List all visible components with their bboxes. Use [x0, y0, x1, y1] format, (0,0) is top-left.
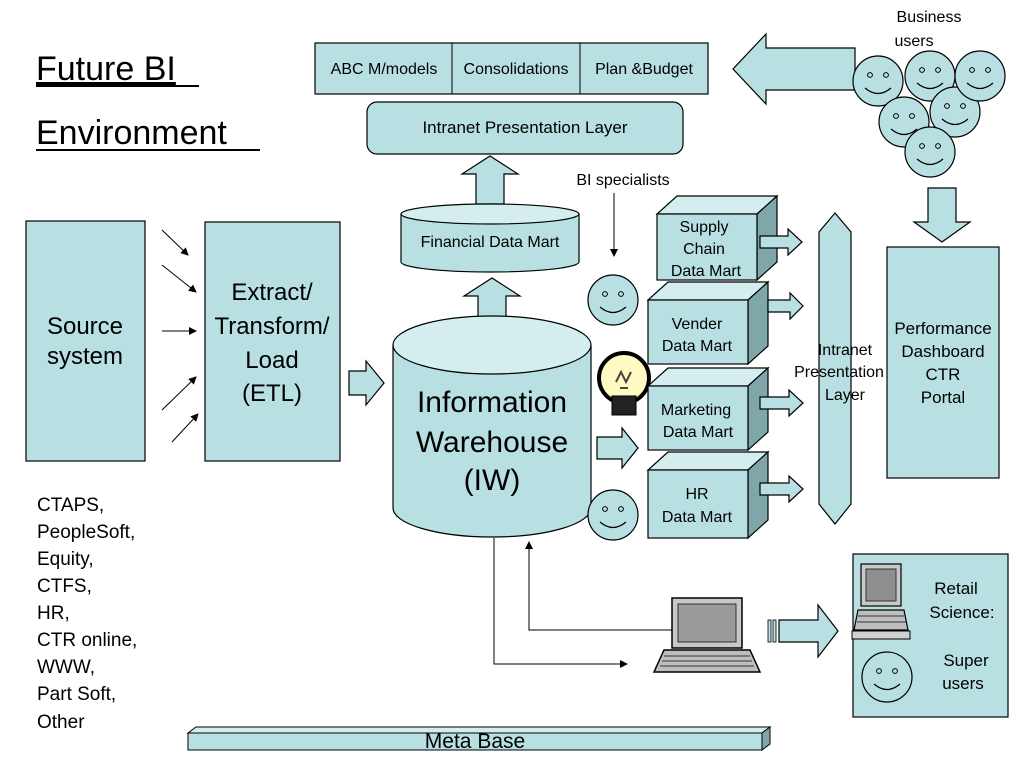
- retail-science-box: Retail Science: Super users: [851, 553, 1009, 718]
- hr-line2: Data Mart: [662, 509, 733, 526]
- financial-data-mart: Financial Data Mart: [400, 203, 580, 273]
- sources-list-item: HR,: [37, 603, 70, 624]
- arrow-iw-to-financial-mart: [461, 277, 523, 321]
- marketing-data-mart: Marketing Data Mart: [646, 366, 770, 452]
- sources-list-item: CTFS,: [37, 576, 92, 597]
- intranet-presentation-layer-right: Intranet Presentation Layer: [794, 212, 884, 525]
- vender-line2: Data Mart: [662, 338, 733, 355]
- abc-models-label: ABC M/models: [331, 61, 438, 78]
- super-users-line1: Super: [943, 651, 989, 670]
- iw-line2: Warehouse: [416, 426, 568, 459]
- supply-chain-data-mart: Supply Chain Data Mart: [655, 194, 779, 282]
- sources-list-item: PeopleSoft,: [37, 522, 135, 543]
- laptop-icon: [652, 597, 762, 673]
- etl-box: Extract/ Transform/ Load (ETL): [204, 221, 341, 462]
- super-users-line2: users: [942, 674, 984, 693]
- top-application-boxes: ABC M/models Consolidations Plan &Budget: [314, 42, 709, 95]
- etl-line1: Extract/: [231, 279, 313, 306]
- meta-base-label: Meta Base: [425, 730, 525, 753]
- iw-line1: Information: [417, 386, 567, 419]
- sources-list-item: CTAPS,: [37, 495, 104, 516]
- iw-line3: (IW): [464, 464, 521, 497]
- intranet-presentation-top-label: Intranet Presentation Layer: [422, 118, 627, 137]
- meta-base-bar: Meta Base: [186, 726, 772, 753]
- dashboard-line1: Performance: [894, 319, 991, 338]
- business-user-face-icon: [954, 50, 1006, 102]
- sources-list-item: Part Soft,: [37, 684, 116, 705]
- title-line2: Environment: [36, 114, 227, 152]
- source-system-line2: system: [47, 343, 123, 370]
- business-users-line2: users: [894, 33, 933, 50]
- business-users-line1: Business: [897, 9, 962, 26]
- dashboard-line3: CTR: [926, 365, 961, 384]
- intranet-right-line1: Intranet: [818, 342, 873, 359]
- sources-list-item: CTR online,: [37, 630, 137, 651]
- sources-list-item: Equity,: [37, 549, 94, 570]
- business-user-face-icon: [904, 126, 956, 178]
- supply-chain-line2: Chain: [683, 241, 725, 258]
- arrow-etl-to-iw: [348, 359, 385, 407]
- etl-line4: (ETL): [242, 380, 302, 407]
- sources-list-item: Other: [37, 712, 85, 733]
- intranet-right-line3: Layer: [825, 387, 866, 404]
- retail-science-line1: Retail: [934, 579, 977, 598]
- retail-science-line2: Science:: [929, 603, 994, 622]
- arrow-users-to-top: [732, 32, 856, 106]
- super-user-face-icon: [861, 651, 913, 703]
- desktop-computer-icon: [851, 563, 911, 640]
- hr-line1: HR: [685, 486, 708, 503]
- dashboard-line2: Dashboard: [901, 342, 984, 361]
- arrow-laptop-to-retail: [767, 603, 839, 659]
- performance-dashboard-box: Performance Dashboard CTR Portal: [886, 246, 1000, 479]
- marts-to-intranet-arrows: [759, 227, 804, 504]
- intranet-presentation-layer-top: Intranet Presentation Layer: [366, 101, 684, 155]
- supply-chain-line3: Data Mart: [671, 263, 742, 280]
- source-system-box: Source system: [25, 220, 146, 462]
- hr-data-mart: HR Data Mart: [646, 450, 770, 540]
- vender-data-mart: Vender Data Mart: [646, 280, 770, 366]
- sources-list-item: WWW,: [37, 657, 95, 678]
- business-users-group: Business users: [852, 9, 1006, 178]
- bi-specialists-label: BI specialists: [576, 172, 669, 189]
- bi-specialist-face-icon: [587, 274, 639, 326]
- information-warehouse: Information Warehouse (IW): [392, 315, 592, 538]
- iw-laptop-connectors: [493, 538, 676, 668]
- supply-chain-line1: Supply: [680, 219, 729, 236]
- consolidations-label: Consolidations: [464, 61, 569, 78]
- arrow-iw-to-marts: [596, 426, 639, 470]
- marketing-line2: Data Mart: [663, 424, 734, 441]
- arrow-mart-to-intranet: [459, 155, 521, 205]
- marketing-line1: Marketing: [661, 402, 731, 419]
- intranet-right-line2: Presentation: [794, 364, 884, 381]
- etl-line2: Transform/: [214, 313, 329, 340]
- plan-budget-label: Plan &Budget: [595, 61, 693, 78]
- bi-specialist-face-icon: [587, 489, 639, 541]
- lightbulb-icon: [597, 351, 651, 416]
- source-system-line1: Source: [47, 313, 123, 340]
- sources-list: CTAPS, PeopleSoft, Equity, CTFS, HR, CTR…: [37, 495, 137, 733]
- financial-data-mart-label: Financial Data Mart: [421, 234, 560, 251]
- arrow-users-to-dashboard: [912, 187, 972, 243]
- page-title: Future BI Environment: [36, 50, 260, 152]
- dashboard-line4: Portal: [921, 388, 965, 407]
- title-line1: Future BI: [36, 50, 176, 88]
- source-to-etl-arrows: [161, 229, 199, 443]
- vender-line1: Vender: [672, 316, 723, 333]
- etl-line3: Load: [245, 347, 298, 374]
